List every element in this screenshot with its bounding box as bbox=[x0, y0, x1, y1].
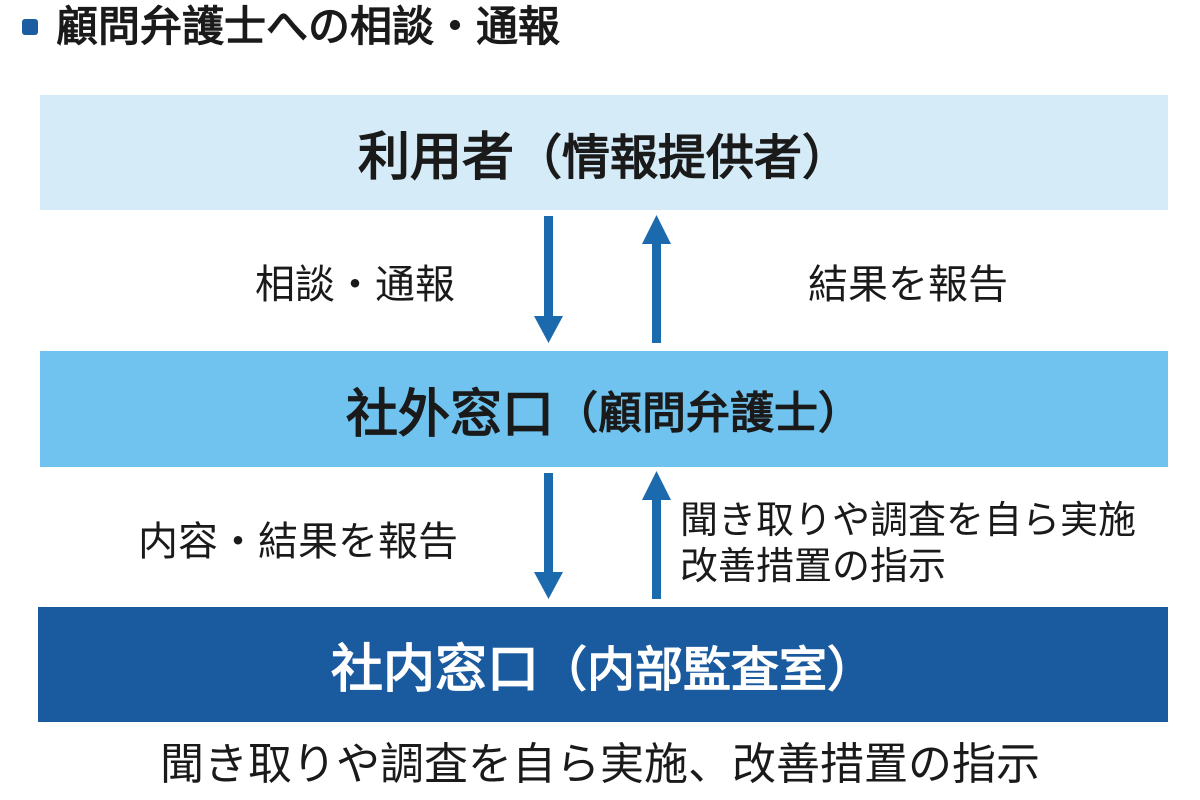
external-box-subtitle: （顧問弁護士） bbox=[554, 388, 862, 439]
internal-box-title: 社内窓口 bbox=[330, 640, 539, 700]
arrow-up-internal-to-external-icon bbox=[642, 471, 671, 599]
page-title: 顧問弁護士への相談・通報 bbox=[56, 2, 561, 51]
flow-label-result-report: 結果を報告 bbox=[808, 262, 1008, 308]
internal-contact-box: 社内窓口（内部監査室） bbox=[38, 607, 1168, 722]
flow-label-instructions-line-2: 改善措置の指示 bbox=[680, 544, 947, 588]
user-box: 利用者（情報提供者） bbox=[40, 95, 1168, 210]
flow-label-content-report: 内容・結果を報告 bbox=[138, 519, 458, 565]
flow-label-instructions: 聞き取りや調査を自ら実施 改善措置の指示 bbox=[680, 497, 1180, 589]
user-box-title: 利用者 bbox=[357, 128, 514, 188]
flow-label-instructions-line-1: 聞き取りや調査を自ら実施 bbox=[680, 498, 1137, 542]
external-box-title: 社外窓口 bbox=[345, 384, 554, 445]
flow-label-consult: 相談・通報 bbox=[255, 262, 455, 308]
heading-bullet-icon bbox=[22, 19, 38, 35]
arrow-down-user-to-external-icon bbox=[534, 216, 563, 343]
arrow-up-external-to-user-icon bbox=[642, 215, 671, 343]
footer-note: 聞き取りや調査を自ら実施、改善措置の指示 bbox=[160, 739, 1040, 790]
internal-box-subtitle: （内部監査室） bbox=[539, 641, 876, 698]
user-box-subtitle: （情報提供者） bbox=[514, 129, 851, 186]
external-contact-box: 社外窓口（顧問弁護士） bbox=[40, 351, 1168, 467]
arrow-down-external-to-internal-icon bbox=[534, 473, 563, 599]
